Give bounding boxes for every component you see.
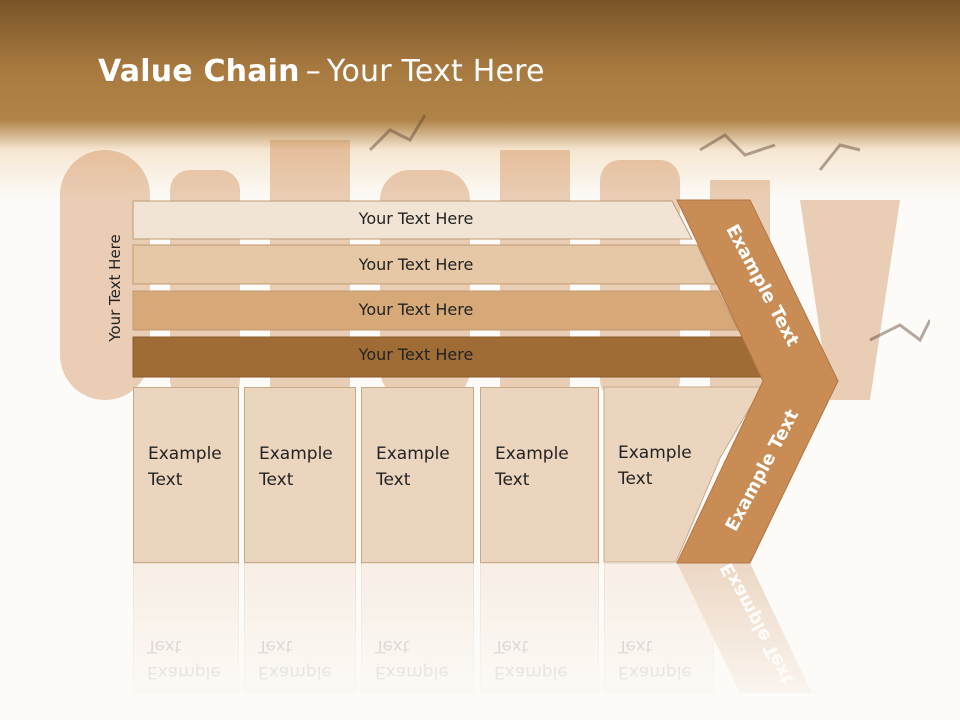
box-2: Example Text: [244, 387, 356, 563]
reflect-box-3: [361, 563, 474, 693]
bar-2-shape: [132, 244, 717, 285]
box-1-line1: Example: [148, 444, 222, 464]
box-4: Example Text: [480, 387, 599, 563]
reflection: Example Text Example Text Example Text Exam…: [0, 563, 960, 720]
reflect-text-3-a: Example: [375, 662, 449, 682]
reflect-box-2: [244, 563, 356, 693]
reflection-inner: Example Text Example Text Example Text Exam…: [0, 563, 960, 720]
reflect-text-4-a: Example: [494, 662, 568, 682]
box-3-line2: Text: [376, 470, 411, 490]
reflect-text-1-b: Text: [147, 636, 182, 656]
reflect-text-3-b: Text: [375, 636, 410, 656]
reflect-box-4: [480, 563, 599, 693]
chevron-shape: [676, 199, 839, 564]
reflect-box-1: [133, 563, 239, 693]
reflect-text-1: Example Text: [133, 633, 221, 685]
box-4-line2: Text: [495, 470, 530, 490]
box-1-line2: Text: [148, 470, 183, 490]
bar-3-label: Your Text Here: [358, 300, 474, 319]
title-dash: –: [305, 54, 321, 89]
bar-3-shape: [132, 290, 739, 331]
bar-4-label: Your Text Here: [358, 345, 474, 364]
reflect-box-5: [604, 563, 714, 693]
box-3-line1: Example: [376, 444, 450, 464]
reflect-text-4: Example Text: [480, 633, 568, 685]
reflect-chevron: [677, 563, 812, 693]
reflect-text-5-b: Text: [618, 636, 653, 656]
reflect-text-5: Example Text: [604, 633, 692, 685]
box-2-line2: Text: [259, 470, 294, 490]
bar-1-shape: [132, 200, 693, 240]
reflect-text-3: Example Text: [361, 633, 449, 685]
reflect-text-2-a: Example: [258, 662, 332, 682]
box-1: Example Text: [133, 387, 239, 563]
box-5-shape: [603, 386, 763, 563]
title-bold: Value Chain: [98, 54, 300, 89]
box-4-line1: Example: [495, 444, 569, 464]
reflect-chevron-shape: [677, 563, 812, 693]
bar-1-label: Your Text Here: [358, 209, 474, 228]
box-3: Example Text: [361, 387, 474, 563]
reflect-text-2: Example Text: [244, 633, 332, 685]
box-5-text: Example Text: [618, 440, 692, 492]
box-5-line2: Text: [618, 469, 653, 489]
reflect-text-1-a: Example: [147, 662, 221, 682]
reflect-text-5-a: Example: [618, 662, 692, 682]
box-5-line1: Example: [618, 443, 692, 463]
box-2-line1: Example: [259, 444, 333, 464]
reflect-text-2-b: Text: [258, 636, 293, 656]
slide-title: Value Chain–Your Text Here: [98, 54, 545, 89]
title-rest: Your Text Here: [326, 54, 545, 89]
bar-2-label: Your Text Here: [358, 255, 474, 274]
reflect-text-4-b: Text: [494, 636, 529, 656]
header-band: [0, 0, 960, 200]
